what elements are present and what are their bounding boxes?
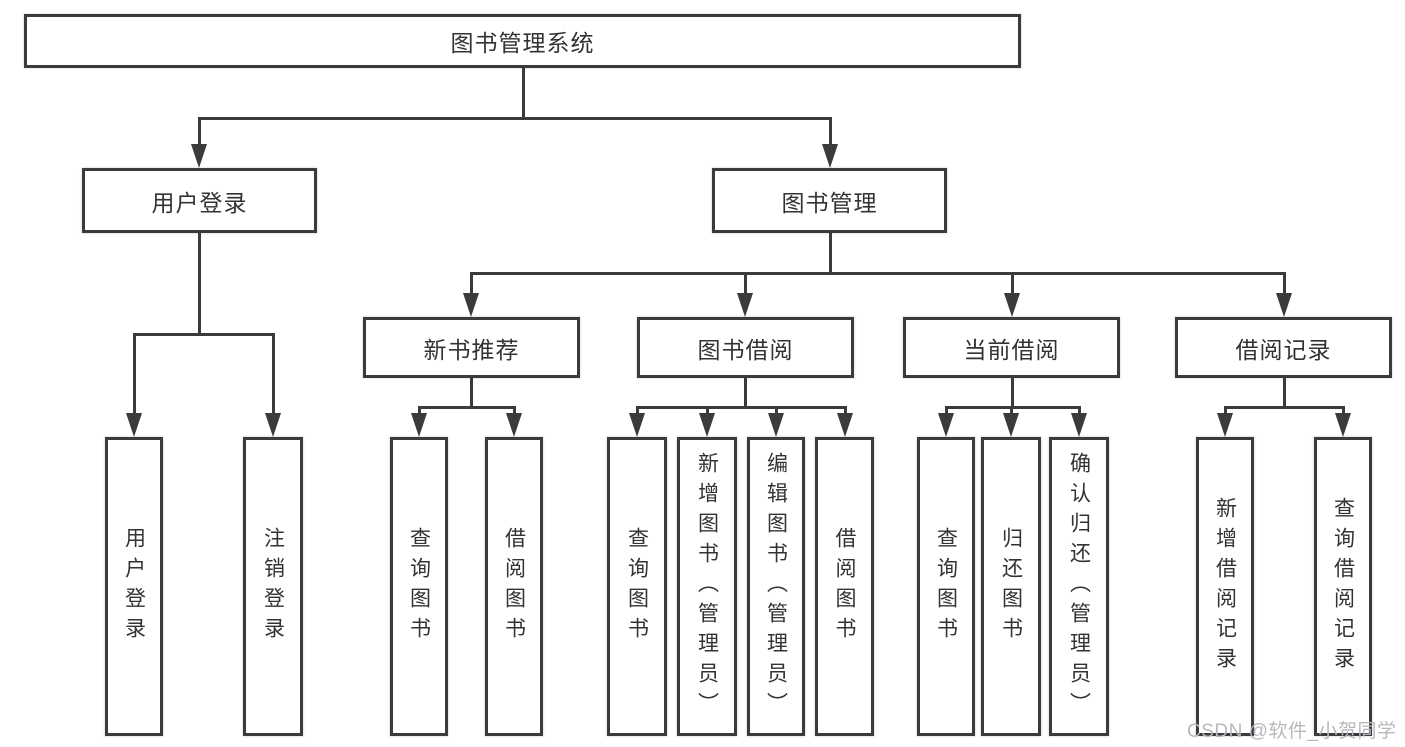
leaf-br-query-record: 查询借阅记录: [1314, 437, 1372, 736]
leaf-bb-query-book: 查询图书: [607, 437, 667, 736]
arrowhead-leaf-nb-query: [411, 413, 427, 437]
connector-to-leaf-cb-return: [1009, 406, 1013, 414]
arrowhead-leaf-user-login: [126, 413, 142, 437]
leaf-bb-borrow-book: 借阅图书: [815, 437, 874, 736]
leaf-cb-return-book: 归还图书: [981, 437, 1041, 736]
connector-borrow-records-bar: [1223, 405, 1345, 409]
connector-to-leaf-bb-borrow: [843, 406, 847, 414]
connector-to-leaf-logout: [271, 333, 275, 414]
connector-book-borrow-bar: [635, 405, 847, 409]
connector-to-leaf-br-add: [1223, 406, 1227, 414]
node-borrow-records-label: 借阅记录: [1235, 336, 1332, 363]
leaf-bb-add-book-admin-label: 新增图书（管理员）: [695, 451, 719, 722]
arrowhead-leaf-bb-edit: [768, 413, 784, 437]
connector-to-borrow-records: [1282, 272, 1286, 295]
connector-to-book-borrow: [743, 272, 747, 295]
connector-user-login-drop: [197, 232, 201, 334]
csdn-watermark: CSDN @软件_小贺同学: [1187, 721, 1397, 742]
connector-to-leaf-bb-edit: [774, 406, 778, 414]
connector-current-borrow-bar: [944, 405, 1081, 409]
node-book-management-label: 图书管理: [781, 189, 878, 216]
node-book-borrow: 图书借阅: [637, 317, 854, 378]
leaf-br-add-record-label: 新增借阅记录: [1213, 496, 1237, 677]
leaf-cb-confirm-return-admin: 确认归还（管理员）: [1049, 437, 1109, 736]
connector-current-borrow-drop: [1010, 377, 1014, 408]
connector-to-leaf-user-login: [132, 333, 136, 414]
arrowhead-leaf-nb-borrow: [506, 413, 522, 437]
node-new-book-recommend: 新书推荐: [363, 317, 580, 378]
leaf-bb-borrow-book-label: 借阅图书: [833, 526, 856, 647]
connector-borrow-records-drop: [1282, 377, 1286, 408]
arrowhead-leaf-br-query: [1335, 413, 1351, 437]
node-root-system-label: 图书管理系统: [450, 30, 595, 56]
connector-book-management-drop: [828, 232, 832, 273]
connector-new-book-recommend-bar: [417, 405, 516, 409]
leaf-logout: 注销登录: [243, 437, 303, 736]
leaf-nb-query-book: 查询图书: [390, 437, 448, 736]
leaf-br-add-record: 新增借阅记录: [1196, 437, 1254, 736]
connector-book-borrow-drop: [743, 377, 747, 408]
arrowhead-leaf-bb-add: [699, 413, 715, 437]
node-user-login: 用户登录: [82, 168, 317, 233]
connector-to-leaf-cb-confirm: [1077, 406, 1081, 414]
arrowhead-leaf-cb-confirm: [1071, 413, 1087, 437]
arrowhead-leaf-br-add: [1217, 413, 1233, 437]
leaf-bb-edit-book-admin-label: 编辑图书（管理员）: [764, 451, 788, 722]
arrowhead-current-borrow: [1004, 293, 1020, 317]
arrowhead-user-login: [191, 144, 207, 168]
arrowhead-leaf-cb-return: [1003, 413, 1019, 437]
node-book-management: 图书管理: [712, 168, 947, 233]
arrowhead-leaf-logout: [265, 413, 281, 437]
leaf-cb-query-book: 查询图书: [917, 437, 975, 736]
connector-to-book-management: [828, 117, 832, 145]
node-user-login-label: 用户登录: [151, 189, 248, 216]
connector-level3-bar: [469, 271, 1286, 275]
leaf-cb-confirm-return-admin-label: 确认归还（管理员）: [1067, 451, 1091, 722]
node-borrow-records: 借阅记录: [1175, 317, 1392, 378]
connector-root-drop: [521, 67, 525, 118]
leaf-cb-query-book-label: 查询图书: [934, 526, 958, 647]
connector-to-leaf-bb-query: [635, 406, 639, 414]
leaf-logout-label: 注销登录: [261, 526, 285, 647]
connector-new-book-recommend-drop: [469, 377, 473, 408]
connector-to-leaf-bb-add: [705, 406, 709, 414]
connector-to-current-borrow: [1010, 272, 1014, 295]
leaf-bb-edit-book-admin: 编辑图书（管理员）: [747, 437, 805, 736]
leaf-user-login-label: 用户登录: [122, 526, 146, 647]
arrowhead-book-borrow: [737, 293, 753, 317]
leaf-user-login: 用户登录: [105, 437, 163, 736]
connector-user-login-bar: [132, 332, 275, 336]
connector-to-leaf-br-query: [1341, 406, 1345, 414]
arrowhead-book-management: [822, 144, 838, 168]
arrowhead-leaf-bb-query: [629, 413, 645, 437]
node-current-borrow-label: 当前借阅: [963, 336, 1060, 363]
connector-to-leaf-nb-borrow: [512, 406, 516, 414]
arrowhead-leaf-cb-query: [938, 413, 954, 437]
connector-to-new-book-recommend: [469, 272, 473, 295]
connector-root-bar: [197, 116, 832, 120]
leaf-nb-borrow-book-label: 借阅图书: [502, 526, 526, 647]
leaf-cb-return-book-label: 归还图书: [999, 526, 1023, 647]
leaf-bb-add-book-admin: 新增图书（管理员）: [677, 437, 737, 736]
leaf-br-query-record-label: 查询借阅记录: [1331, 496, 1355, 677]
leaf-nb-borrow-book: 借阅图书: [485, 437, 543, 736]
node-root-system: 图书管理系统: [24, 14, 1021, 68]
leaf-bb-query-book-label: 查询图书: [625, 526, 649, 647]
arrowhead-new-book-recommend: [463, 293, 479, 317]
arrowhead-borrow-records: [1276, 293, 1292, 317]
connector-to-user-login: [197, 117, 201, 145]
node-book-borrow-label: 图书借阅: [697, 336, 794, 363]
node-current-borrow: 当前借阅: [903, 317, 1120, 378]
node-new-book-recommend-label: 新书推荐: [423, 336, 520, 363]
arrowhead-leaf-bb-borrow: [837, 413, 853, 437]
connector-to-leaf-cb-query: [944, 406, 948, 414]
leaf-nb-query-book-label: 查询图书: [407, 526, 431, 647]
connector-to-leaf-nb-query: [417, 406, 421, 414]
